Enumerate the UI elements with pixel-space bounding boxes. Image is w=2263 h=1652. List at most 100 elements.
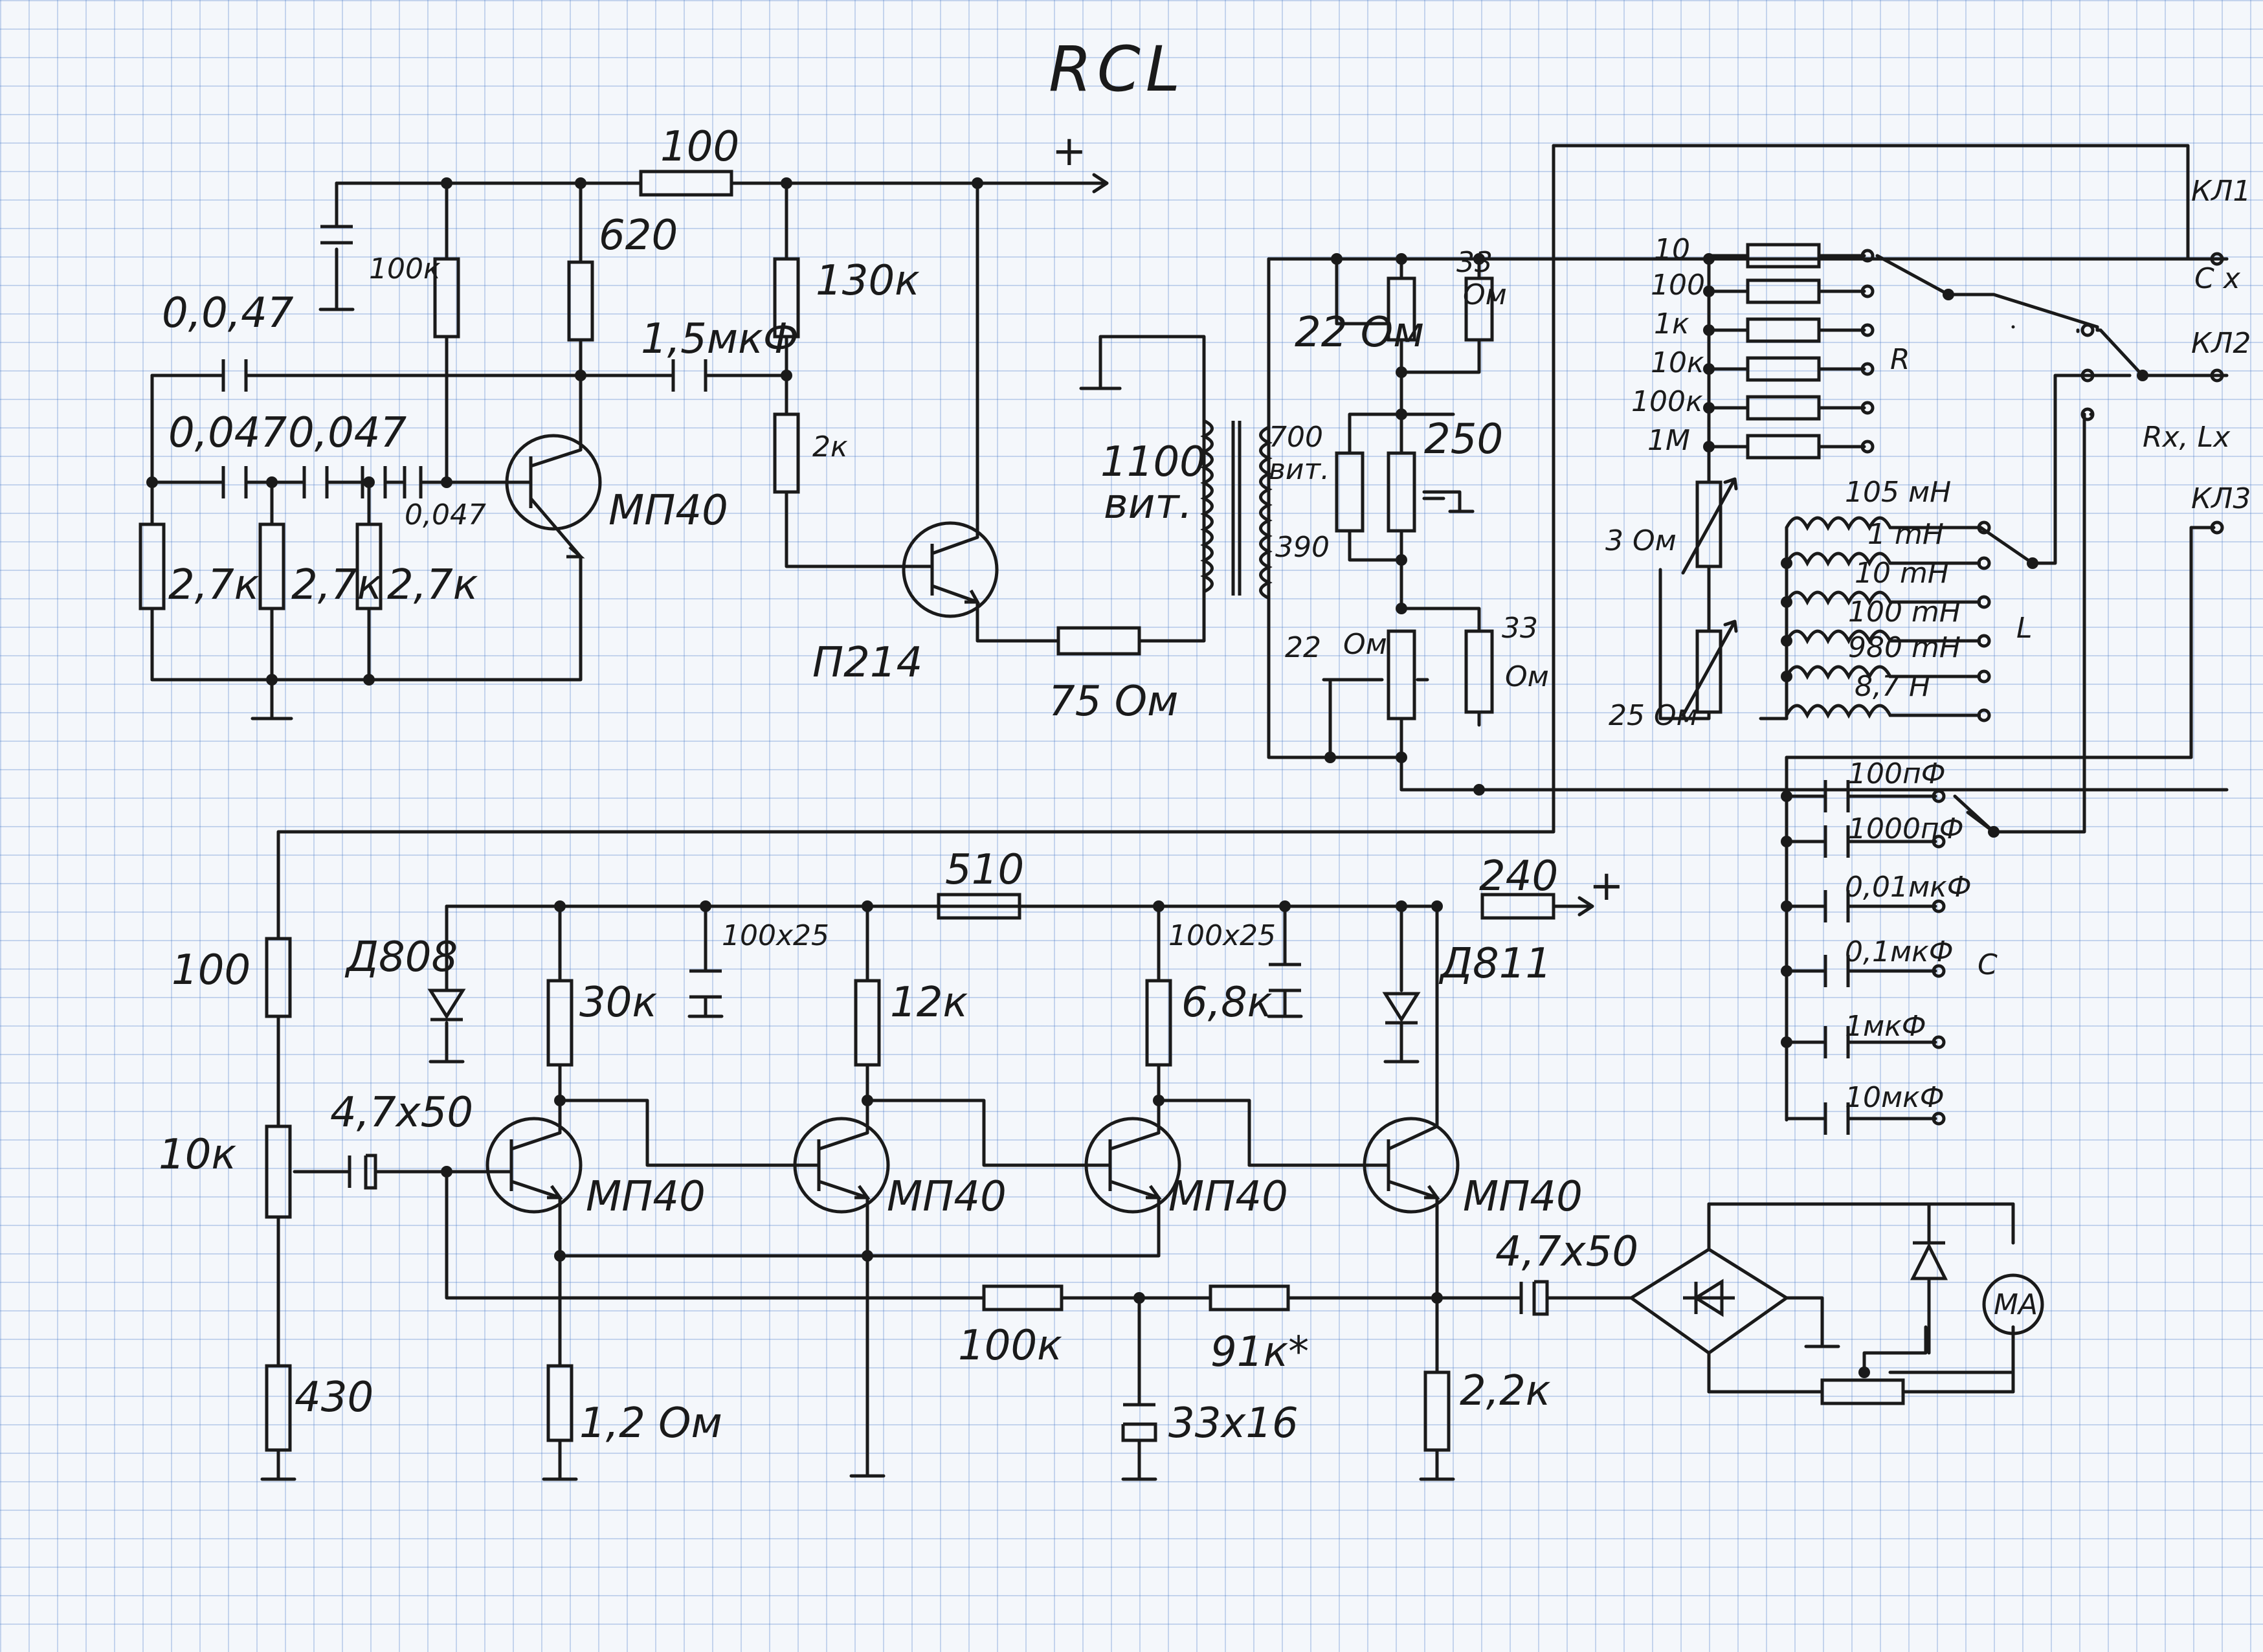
label-t1100b: вит. <box>1104 480 1192 528</box>
potentiometer-meter <box>1820 1378 1905 1405</box>
resistor-100-top <box>639 170 733 197</box>
resistor-2-7k-b <box>258 522 285 610</box>
resistor-100k-b <box>982 1284 1064 1312</box>
resistor-2-2k <box>1423 1370 1451 1452</box>
capacitor-4-7x50-b <box>1519 1280 1549 1316</box>
label-r33b-unit: Ом <box>1505 660 1549 693</box>
bridge-diode-symbol <box>1683 1278 1735 1317</box>
capacitor-4-7x50-a <box>348 1154 377 1190</box>
capacitor-01uf <box>1823 955 1850 987</box>
label-c47x50a: 4,7х50 <box>330 1089 473 1137</box>
transistor-mp40-c <box>1084 1117 1181 1214</box>
resistor-bank-10 <box>1746 243 1821 269</box>
label-r68k: 6,8к <box>1181 979 1273 1027</box>
label-rs10: 10 <box>1654 233 1690 266</box>
label-c1-5uf: 1,5мкФ <box>641 315 799 363</box>
resistor-2k <box>773 412 800 494</box>
capacitor-0047-d <box>361 466 387 498</box>
label-c100p: 100пФ <box>1848 757 1946 790</box>
bridge-rectifier <box>1628 1247 1790 1356</box>
resistor-33-ohm-b <box>1464 629 1494 714</box>
label-t1100: 1100 <box>1100 438 1206 486</box>
label-t390: 390 <box>1275 531 1330 564</box>
label-plus-top: + <box>1052 128 1087 175</box>
label-r100-top: 100 <box>660 123 739 171</box>
label-c-group: С <box>1978 948 1998 981</box>
label-rs100k: 100к <box>1631 385 1703 418</box>
label-r-group: R <box>1890 343 1910 376</box>
resistor-2-7k-a <box>139 522 166 610</box>
label-l1: 1 mН <box>1867 518 1944 551</box>
transistor-mp40-b <box>793 1117 890 1214</box>
label-c001: 0,01мкФ <box>1845 871 1972 904</box>
label-c0047d: 0,047 <box>405 498 486 531</box>
label-l100: 100 mН <box>1848 596 1961 629</box>
label-c0047a: 0,0,47 <box>162 289 294 337</box>
resistor-12k <box>854 979 881 1067</box>
label-r33b: 33 <box>1502 612 1538 645</box>
label-c47x50b: 4,7х50 <box>1495 1228 1638 1276</box>
label-kl3: КЛ3 <box>2191 482 2251 515</box>
capacitor-33x16 <box>1121 1403 1157 1442</box>
potentiometer-10k <box>265 1124 292 1219</box>
potentiometer-22-ohm-b <box>1387 629 1416 720</box>
label-c0047b: 0,047 <box>168 409 287 457</box>
transistor-p214 <box>902 521 999 618</box>
transistor-mp40-osc <box>505 434 602 559</box>
resistor-430 <box>265 1364 292 1452</box>
label-rs10k: 10к <box>1651 346 1704 379</box>
label-d811: Д811 <box>1438 940 1552 988</box>
transistor-mp40-d <box>1363 1117 1460 1214</box>
potentiometer-250 <box>1387 451 1416 533</box>
resistor-510 <box>937 893 1021 920</box>
diodes <box>427 988 2044 1356</box>
label-r240: 240 <box>1479 853 1558 900</box>
label-r30k: 30к <box>579 979 657 1027</box>
capacitors <box>221 225 1850 1442</box>
capacitor-0047-b <box>221 466 248 498</box>
resistor-bank-1m <box>1746 434 1821 460</box>
resistor-130k <box>773 257 800 339</box>
zener-d808 <box>427 988 466 1021</box>
label-c1: 1мкФ <box>1845 1010 1926 1043</box>
diode-meter <box>1910 1241 1948 1280</box>
supply-arrows <box>1092 173 1594 917</box>
diagram-title: RCL <box>1049 33 1185 106</box>
label-r27b: 2,7к <box>291 561 383 609</box>
label-rs100: 100 <box>1651 269 1705 302</box>
transformer <box>1200 419 1273 600</box>
label-l980: 980 mН <box>1848 631 1961 664</box>
label-c100x25a: 100х25 <box>722 919 829 952</box>
label-plus-bottom: + <box>1589 862 1624 910</box>
label-l10: 10 mН <box>1855 557 1949 590</box>
label-d808: Д808 <box>344 933 458 981</box>
label-r100k: 100к <box>369 252 441 285</box>
label-q-mp40-c: МП40 <box>1168 1173 1288 1221</box>
label-l-group: L <box>2016 612 2033 645</box>
label-trim3: 3 Ом <box>1605 524 1677 557</box>
label-r22b-unit: Ом <box>1343 628 1387 661</box>
resistor-bank-100k <box>1746 395 1821 421</box>
label-r10k: 10к <box>159 1131 236 1179</box>
label-r100k-b: 100к <box>958 1322 1062 1370</box>
label-q-p214: П214 <box>812 639 922 687</box>
label-r33a: 33 <box>1456 246 1493 279</box>
label-r27c: 2,7к <box>387 561 478 609</box>
label-r75: 75 Ом <box>1049 678 1178 726</box>
label-r22k: 2,2к <box>1460 1367 1551 1415</box>
label-cx: С х <box>2194 262 2241 295</box>
resistor-91k <box>1209 1284 1290 1312</box>
label-c1000p: 1000пФ <box>1848 812 1964 845</box>
resistor-33-ohm-a <box>1464 276 1494 342</box>
label-q-mp40-d: МП40 <box>1463 1173 1583 1221</box>
label-c01: 0,1мкФ <box>1845 935 1954 968</box>
resistor-2-7k-c <box>355 522 383 610</box>
capacitor-top-electrolytic <box>320 225 353 245</box>
label-r12k: 12к <box>890 979 968 1027</box>
label-r22a: 22 Ом <box>1295 309 1424 357</box>
resistor-1-2-ohm <box>546 1364 574 1442</box>
capacitor-0047-c <box>302 466 329 498</box>
label-l105: 105 мН <box>1845 476 1951 509</box>
